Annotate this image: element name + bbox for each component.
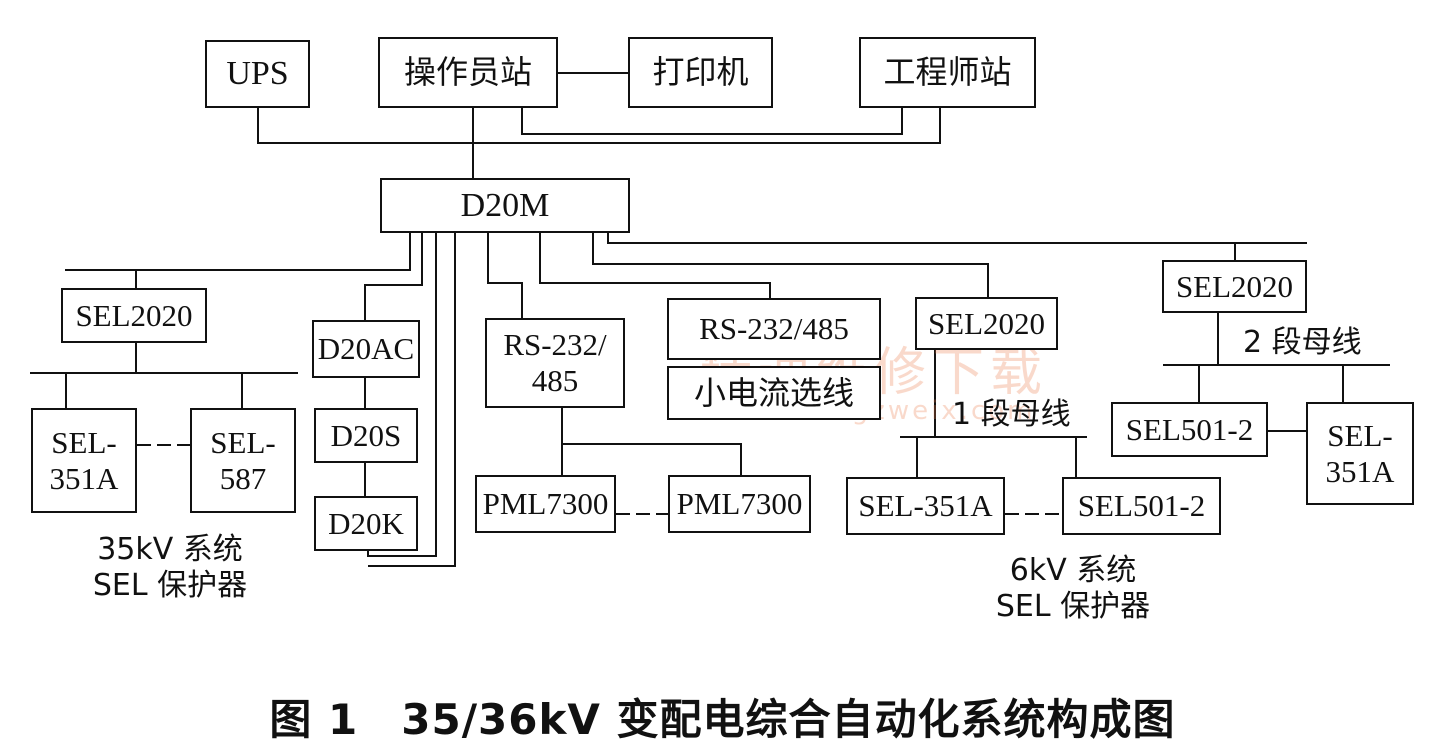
sel587-label: SEL- 587 <box>210 424 276 496</box>
group-35kv-label: 35kV 系统 SEL 保护器 <box>92 532 248 603</box>
sel351a-left-box: SEL- 351A <box>31 408 137 513</box>
sel351a-mid-label: SEL-351A <box>858 488 993 524</box>
engineer-station-label: 工程师站 <box>883 53 1012 92</box>
rs232-485-box-a: RS-232/ 485 <box>485 318 625 408</box>
engineer-station-box: 工程师站 <box>859 37 1036 108</box>
sel587-box: SEL- 587 <box>190 408 296 513</box>
sel351a-right-label: SEL- 351A <box>1325 417 1395 489</box>
d20k-box: D20K <box>314 496 418 551</box>
sel351a-left-label: SEL- 351A <box>49 424 119 496</box>
bus2-label: 2 段母线 <box>1243 325 1362 360</box>
bus1-label: 1 段母线 <box>952 397 1071 432</box>
pml7300-label-a: PML7300 <box>482 486 609 522</box>
sel351a-right-box: SEL- 351A <box>1306 402 1414 505</box>
sel501-mid-label: SEL501-2 <box>1077 488 1206 524</box>
sel2020-mid-label: SEL2020 <box>927 305 1046 341</box>
sel501-mid-box: SEL501-2 <box>1062 477 1221 535</box>
small-current-selector-box: 小电流选线 <box>667 366 881 420</box>
sel2020-right-label: SEL2020 <box>1175 268 1294 304</box>
sel2020-left-box: SEL2020 <box>61 288 207 343</box>
sel501-right-label: SEL501-2 <box>1125 411 1254 447</box>
d20k-label: D20K <box>328 505 404 541</box>
pml7300-box-b: PML7300 <box>668 475 811 533</box>
sel501-right-box: SEL501-2 <box>1111 402 1268 457</box>
sel351a-mid-box: SEL-351A <box>846 477 1005 535</box>
figure-caption: 图 1 35/36kV 变配电综合自动化系统构成图 <box>269 695 1176 744</box>
sel2020-mid-box: SEL2020 <box>915 297 1058 350</box>
small-current-selector-label: 小电流选线 <box>693 373 854 412</box>
group-6kv-label: 6kV 系统 SEL 保护器 <box>995 553 1151 624</box>
d20m-box: D20M <box>380 178 630 233</box>
operator-station-box: 操作员站 <box>378 37 558 108</box>
rs232-485-label-a: RS-232/ 485 <box>503 327 607 398</box>
d20m-label: D20M <box>460 186 550 224</box>
rs232-485-box-b: RS-232/485 <box>667 298 881 360</box>
printer-label: 打印机 <box>652 53 749 92</box>
printer-box: 打印机 <box>628 37 773 108</box>
pml7300-box-a: PML7300 <box>475 475 616 533</box>
ups-label: UPS <box>226 55 289 93</box>
d20ac-box: D20AC <box>312 320 420 378</box>
pml7300-label-b: PML7300 <box>676 486 803 522</box>
d20ac-label: D20AC <box>317 331 415 367</box>
ups-box: UPS <box>205 40 310 108</box>
operator-station-label: 操作员站 <box>403 53 532 92</box>
d20s-label: D20S <box>330 417 402 453</box>
rs232-485-label-b: RS-232/485 <box>699 311 849 347</box>
sel2020-right-box: SEL2020 <box>1162 260 1307 313</box>
sel2020-left-label: SEL2020 <box>75 297 193 333</box>
d20s-box: D20S <box>314 408 418 463</box>
